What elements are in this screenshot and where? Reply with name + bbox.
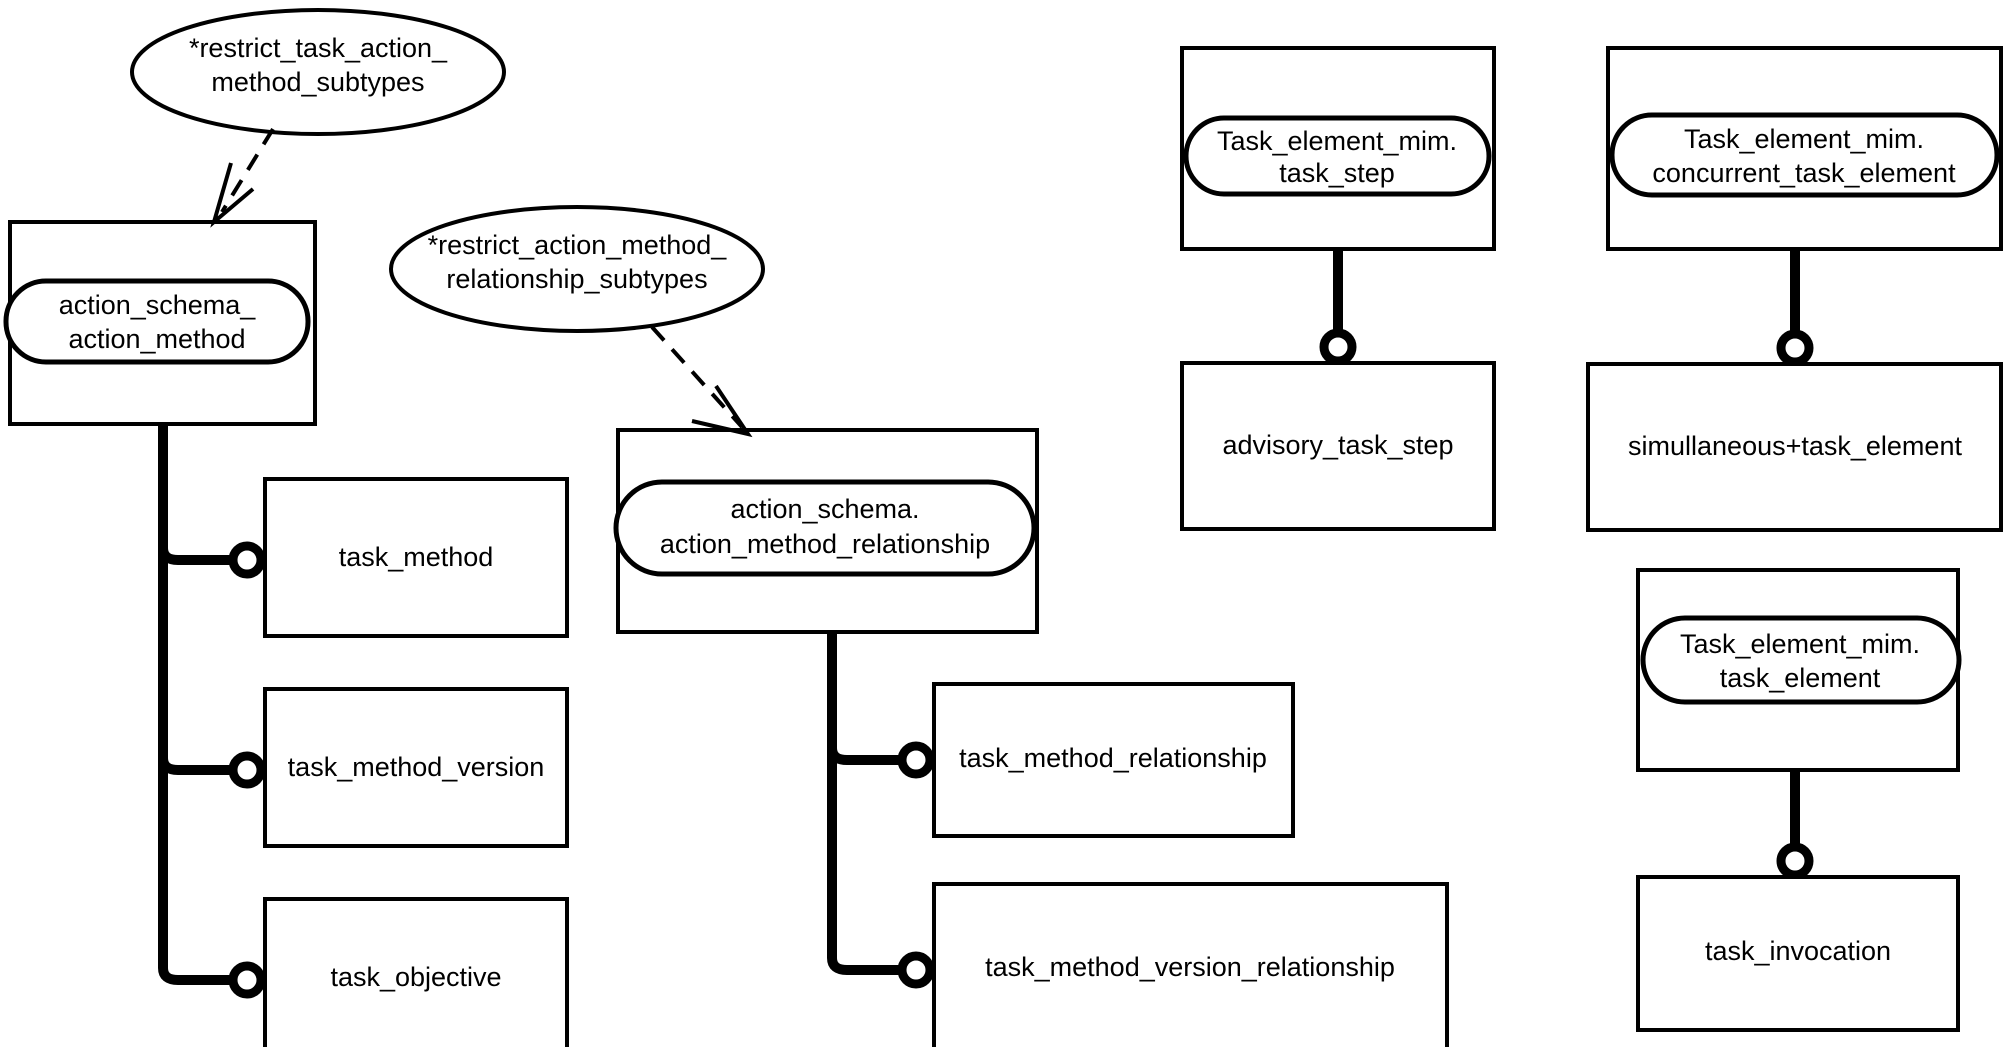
supertype-node-action-method-relationship[interactable]: action_schema. action_method_relationshi…: [613, 428, 1039, 634]
subtype-circle-task-invocation: [1776, 842, 1814, 880]
subtype-box-task-invocation[interactable]: [1636, 875, 1960, 1032]
entity-capsule-action-method[interactable]: [3, 278, 311, 365]
subtype-label-task-method: task_method: [339, 542, 494, 572]
subtype-box-task-method[interactable]: [263, 477, 569, 638]
supertype-label-task-step-line2: task_step: [1279, 158, 1395, 188]
note-arrow-head-1: [210, 162, 255, 228]
entity-capsule-task-step[interactable]: [1183, 115, 1492, 197]
entity-capsule-concurrent-task-element[interactable]: [1609, 112, 2000, 198]
supertype-node-task-element[interactable]: Task_element_mim. task_element: [1636, 568, 1962, 772]
subtype-circle-advisory-task-step: [1319, 328, 1357, 366]
supertype-label-action-method-line2: action_method: [68, 324, 245, 354]
note-arrow-head-2: [691, 384, 753, 438]
subtype-label-task-method-relationship: task_method_relationship: [959, 743, 1267, 773]
supertype-label-amr-line1: action_schema.: [730, 494, 919, 524]
subtype-label-task-method-version-relationship: task_method_version_relationship: [985, 952, 1395, 982]
supertype-label-task-step-line1: Task_element_mim.: [1217, 126, 1457, 156]
note-label-1-line2: method_subtypes: [211, 67, 424, 97]
subtype-trunk-action-method: [158, 424, 232, 985]
subtype-circle-task-objective: [228, 961, 266, 999]
supertype-label-amr-line2: action_method_relationship: [660, 529, 990, 559]
subtype-circle-task-method-version-relationship: [897, 951, 935, 989]
entity-capsule-task-element[interactable]: [1640, 615, 1962, 705]
subtype-node-task-method[interactable]: task_method: [263, 477, 569, 638]
subtype-box-task-objective[interactable]: [263, 897, 569, 1047]
subtype-box-task-method-version-relationship[interactable]: [932, 882, 1449, 1047]
subtype-branch-task-method-relationship: [827, 747, 900, 765]
supertype-label-action-method-line1: action_schema_: [59, 290, 257, 320]
supertype-label-te-line1: Task_element_mim.: [1680, 629, 1920, 659]
note-label-1-line1: *restrict_task_action_: [189, 33, 448, 63]
subtype-box-task-method-version[interactable]: [263, 687, 569, 848]
subtype-trunk-action-method-relationship: [827, 632, 900, 975]
supertype-label-te-line2: task_element: [1720, 663, 1881, 693]
subtype-node-task-method-relationship[interactable]: task_method_relationship: [932, 682, 1295, 838]
subtype-node-task-objective[interactable]: task_objective: [263, 897, 569, 1047]
note-restrict-task-action-method-subtypes[interactable]: *restrict_task_action_ method_subtypes: [130, 8, 506, 136]
supertype-node-task-step[interactable]: Task_element_mim. task_step: [1180, 46, 1496, 528]
note-restrict-action-method-relationship-subtypes[interactable]: *restrict_action_method_ relationship_su…: [389, 205, 765, 333]
subtype-branch-task-method: [158, 547, 232, 565]
note-arrow-line-2: [650, 325, 744, 429]
subtype-label-task-method-version: task_method_version: [288, 752, 545, 782]
subtype-circle-simultaneous-task-element: [1776, 329, 1814, 367]
supertype-node-action-method[interactable]: action_schema_ action_method: [3, 220, 317, 426]
note-label-2-line2: relationship_subtypes: [446, 264, 707, 294]
subtype-label-advisory-task-step: advisory_task_step: [1222, 430, 1453, 460]
subtype-circle-task-method-version: [228, 751, 266, 789]
subtype-branch-task-method-version: [158, 757, 232, 775]
note-ellipse-2[interactable]: [389, 205, 765, 333]
supertype-node-concurrent-task-element[interactable]: Task_element_mim. concurrent_task_elemen…: [1606, 46, 2003, 251]
subtype-circle-task-method: [228, 541, 266, 579]
subtype-box-advisory-task-step[interactable]: [1180, 361, 1496, 531]
note-ellipse-1[interactable]: [130, 8, 506, 136]
subtype-node-task-method-version[interactable]: task_method_version: [263, 687, 569, 848]
subtype-node-simultaneous-task-element[interactable]: simullaneous+task_element: [1586, 362, 2003, 532]
entity-capsule-action-method-relationship[interactable]: [613, 479, 1037, 577]
subtype-box-task-method-relationship[interactable]: [932, 682, 1295, 838]
subtype-circle-task-method-relationship: [897, 741, 935, 779]
subtype-node-advisory-task-step[interactable]: advisory_task_step: [1180, 361, 1496, 531]
note-arrow-line-1: [220, 127, 275, 214]
note-label-2-line1: *restrict_action_method_: [428, 230, 728, 260]
subtype-node-task-invocation[interactable]: task_invocation: [1636, 875, 1960, 1032]
subtype-label-task-invocation: task_invocation: [1705, 936, 1891, 966]
supertype-label-cte-line2: concurrent_task_element: [1652, 158, 1956, 188]
subtype-label-task-objective: task_objective: [330, 962, 501, 992]
subtype-label-simultaneous-task-element: simullaneous+task_element: [1628, 431, 1962, 461]
subtype-node-task-method-version-relationship[interactable]: task_method_version_relationship: [932, 882, 1449, 1047]
supertype-label-cte-line1: Task_element_mim.: [1684, 124, 1924, 154]
subtype-box-simultaneous-task-element[interactable]: [1586, 362, 2003, 532]
